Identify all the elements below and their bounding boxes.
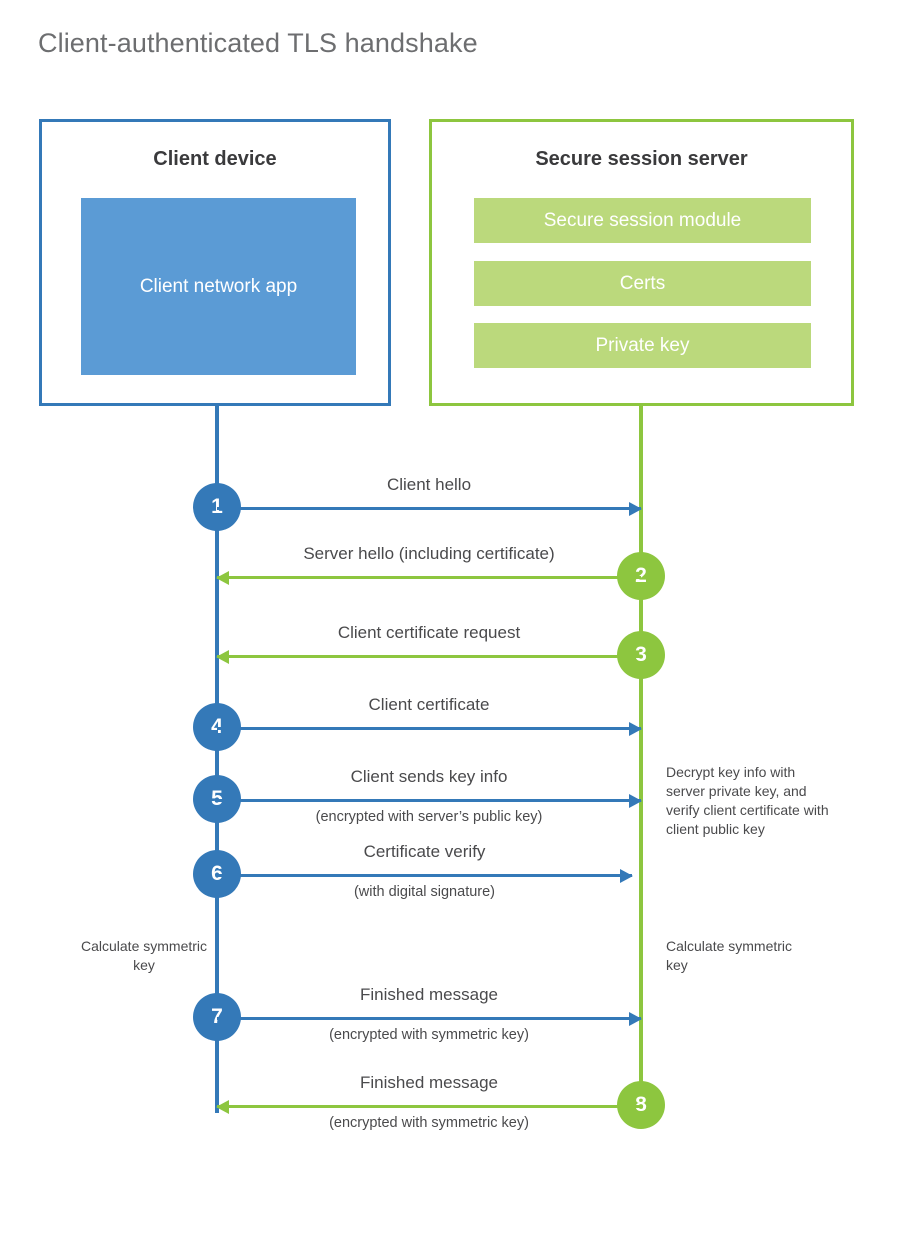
secure-session-server-box: Secure session server Secure session mod…	[429, 119, 854, 406]
message-sublabel-7: (encrypted with symmetric key)	[329, 1027, 529, 1043]
secure-session-server-title: Secure session server	[535, 148, 748, 170]
client-network-app-block: Client network app	[81, 198, 356, 375]
message-line-6	[217, 874, 632, 877]
note-client-calculate-symmetric-key: Calculate symmetric key	[80, 938, 208, 973]
arrowhead-left-icon-3	[216, 650, 229, 664]
step-marker-8: 8	[617, 1081, 665, 1129]
client-device-title: Client device	[153, 148, 277, 170]
page-title: Client-authenticated TLS handshake	[38, 28, 478, 58]
message-label-2: Server hello (including certificate)	[303, 544, 555, 563]
message-label-1: Client hello	[386, 475, 472, 494]
client-device-box: Client device Client network app	[39, 119, 391, 406]
arrowhead-right-icon-5	[629, 794, 642, 808]
server-module-private-key: Private key	[474, 323, 811, 368]
note-server-calculate-symmetric-key: Calculate symmetric key	[666, 938, 793, 973]
message-label-5: Client sends key info	[350, 767, 508, 786]
message-line-3	[217, 655, 641, 658]
server-module-certs: Certs	[474, 261, 811, 306]
message-label-8: Finished message	[360, 1073, 498, 1092]
message-line-8	[217, 1105, 641, 1108]
step-marker-2: 2	[617, 552, 665, 600]
message-line-5	[217, 799, 641, 802]
message-label-4: Client certificate	[368, 695, 490, 714]
message-sublabel-8: (encrypted with symmetric key)	[329, 1115, 529, 1131]
client-lifeline	[215, 403, 219, 1113]
message-line-7	[217, 1017, 641, 1020]
message-line-4	[217, 727, 641, 730]
message-line-1	[217, 507, 641, 510]
message-label-6: Certificate verify	[363, 842, 486, 861]
server-lifeline	[639, 403, 643, 1105]
message-sublabel-6: (with digital signature)	[353, 884, 496, 900]
message-line-2	[217, 576, 641, 579]
arrowhead-right-icon-1	[629, 502, 642, 516]
message-label-3: Client certificate request	[337, 623, 521, 642]
arrowhead-right-icon-4	[629, 722, 642, 736]
note-decrypt-key-info: Decrypt key info with server private key…	[666, 764, 829, 837]
arrowhead-left-icon-8	[216, 1100, 229, 1114]
message-sublabel-5: (encrypted with server’s public key)	[315, 809, 543, 825]
arrowhead-right-icon-7	[629, 1012, 642, 1026]
message-label-7: Finished message	[360, 985, 498, 1004]
server-module-secure-session-module: Secure session module	[474, 198, 811, 243]
arrowhead-right-icon-6	[620, 869, 633, 883]
arrowhead-left-icon-2	[216, 571, 229, 585]
